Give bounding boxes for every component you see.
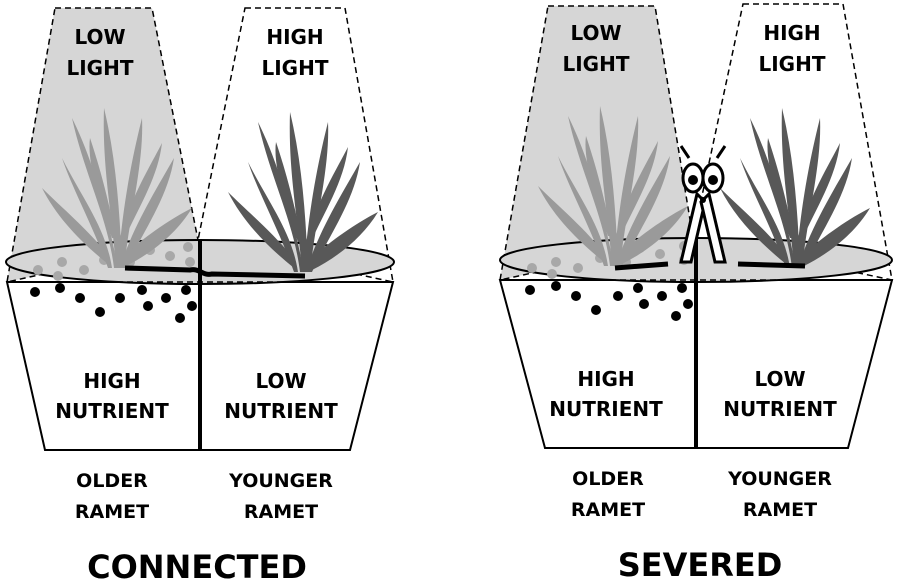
older-ramet-label-1: OLDER xyxy=(76,470,148,492)
high-light-label-2: LIGHT xyxy=(262,56,329,80)
younger-ramet-label-1: YOUNGER xyxy=(228,470,333,492)
low-nutrient-label-2: NUTRIENT xyxy=(723,397,837,421)
high-nutrient-label-2: NUTRIENT xyxy=(55,399,169,423)
high-light-label-1: HIGH xyxy=(266,25,323,49)
low-light-label-2: LIGHT xyxy=(563,52,630,76)
stolon-older-piece xyxy=(614,261,669,271)
low-nutrient-label-1: LOW xyxy=(255,369,306,393)
older-ramet-label-1: OLDER xyxy=(572,468,644,490)
scissors-icon xyxy=(679,145,727,264)
high-nutrient-label-2: NUTRIENT xyxy=(549,397,663,421)
high-nutrient-label-1: HIGH xyxy=(83,369,140,393)
high-nutrient-label-1: HIGH xyxy=(577,367,634,391)
panel-severed: LOW LIGHT HIGH LIGHT HIGH NUTRIENT LOW N… xyxy=(498,3,894,584)
stolon-connected xyxy=(124,265,306,279)
low-nutrient-label-2: NUTRIENT xyxy=(224,399,338,423)
high-light-label-2: LIGHT xyxy=(759,52,826,76)
younger-ramet-label-2: RAMET xyxy=(244,501,318,523)
panel-title-severed: SEVERED xyxy=(618,546,783,584)
younger-ramet-label-1: YOUNGER xyxy=(727,468,832,490)
older-ramet-label-2: RAMET xyxy=(75,501,149,523)
low-nutrient-label-1: LOW xyxy=(754,367,805,391)
high-light-label-1: HIGH xyxy=(763,21,820,45)
younger-ramet-label-2: RAMET xyxy=(743,499,817,521)
panel-connected: LOW LIGHT HIGH LIGHT HIGH NUTRIENT LOW N… xyxy=(5,7,395,586)
panel-title-connected: CONNECTED xyxy=(87,548,307,586)
stolon-younger-piece xyxy=(737,261,806,269)
low-light-label-2: LIGHT xyxy=(67,56,134,80)
older-ramet-label-2: RAMET xyxy=(571,499,645,521)
low-light-label-1: LOW xyxy=(570,21,621,45)
low-light-label-1: LOW xyxy=(74,25,125,49)
